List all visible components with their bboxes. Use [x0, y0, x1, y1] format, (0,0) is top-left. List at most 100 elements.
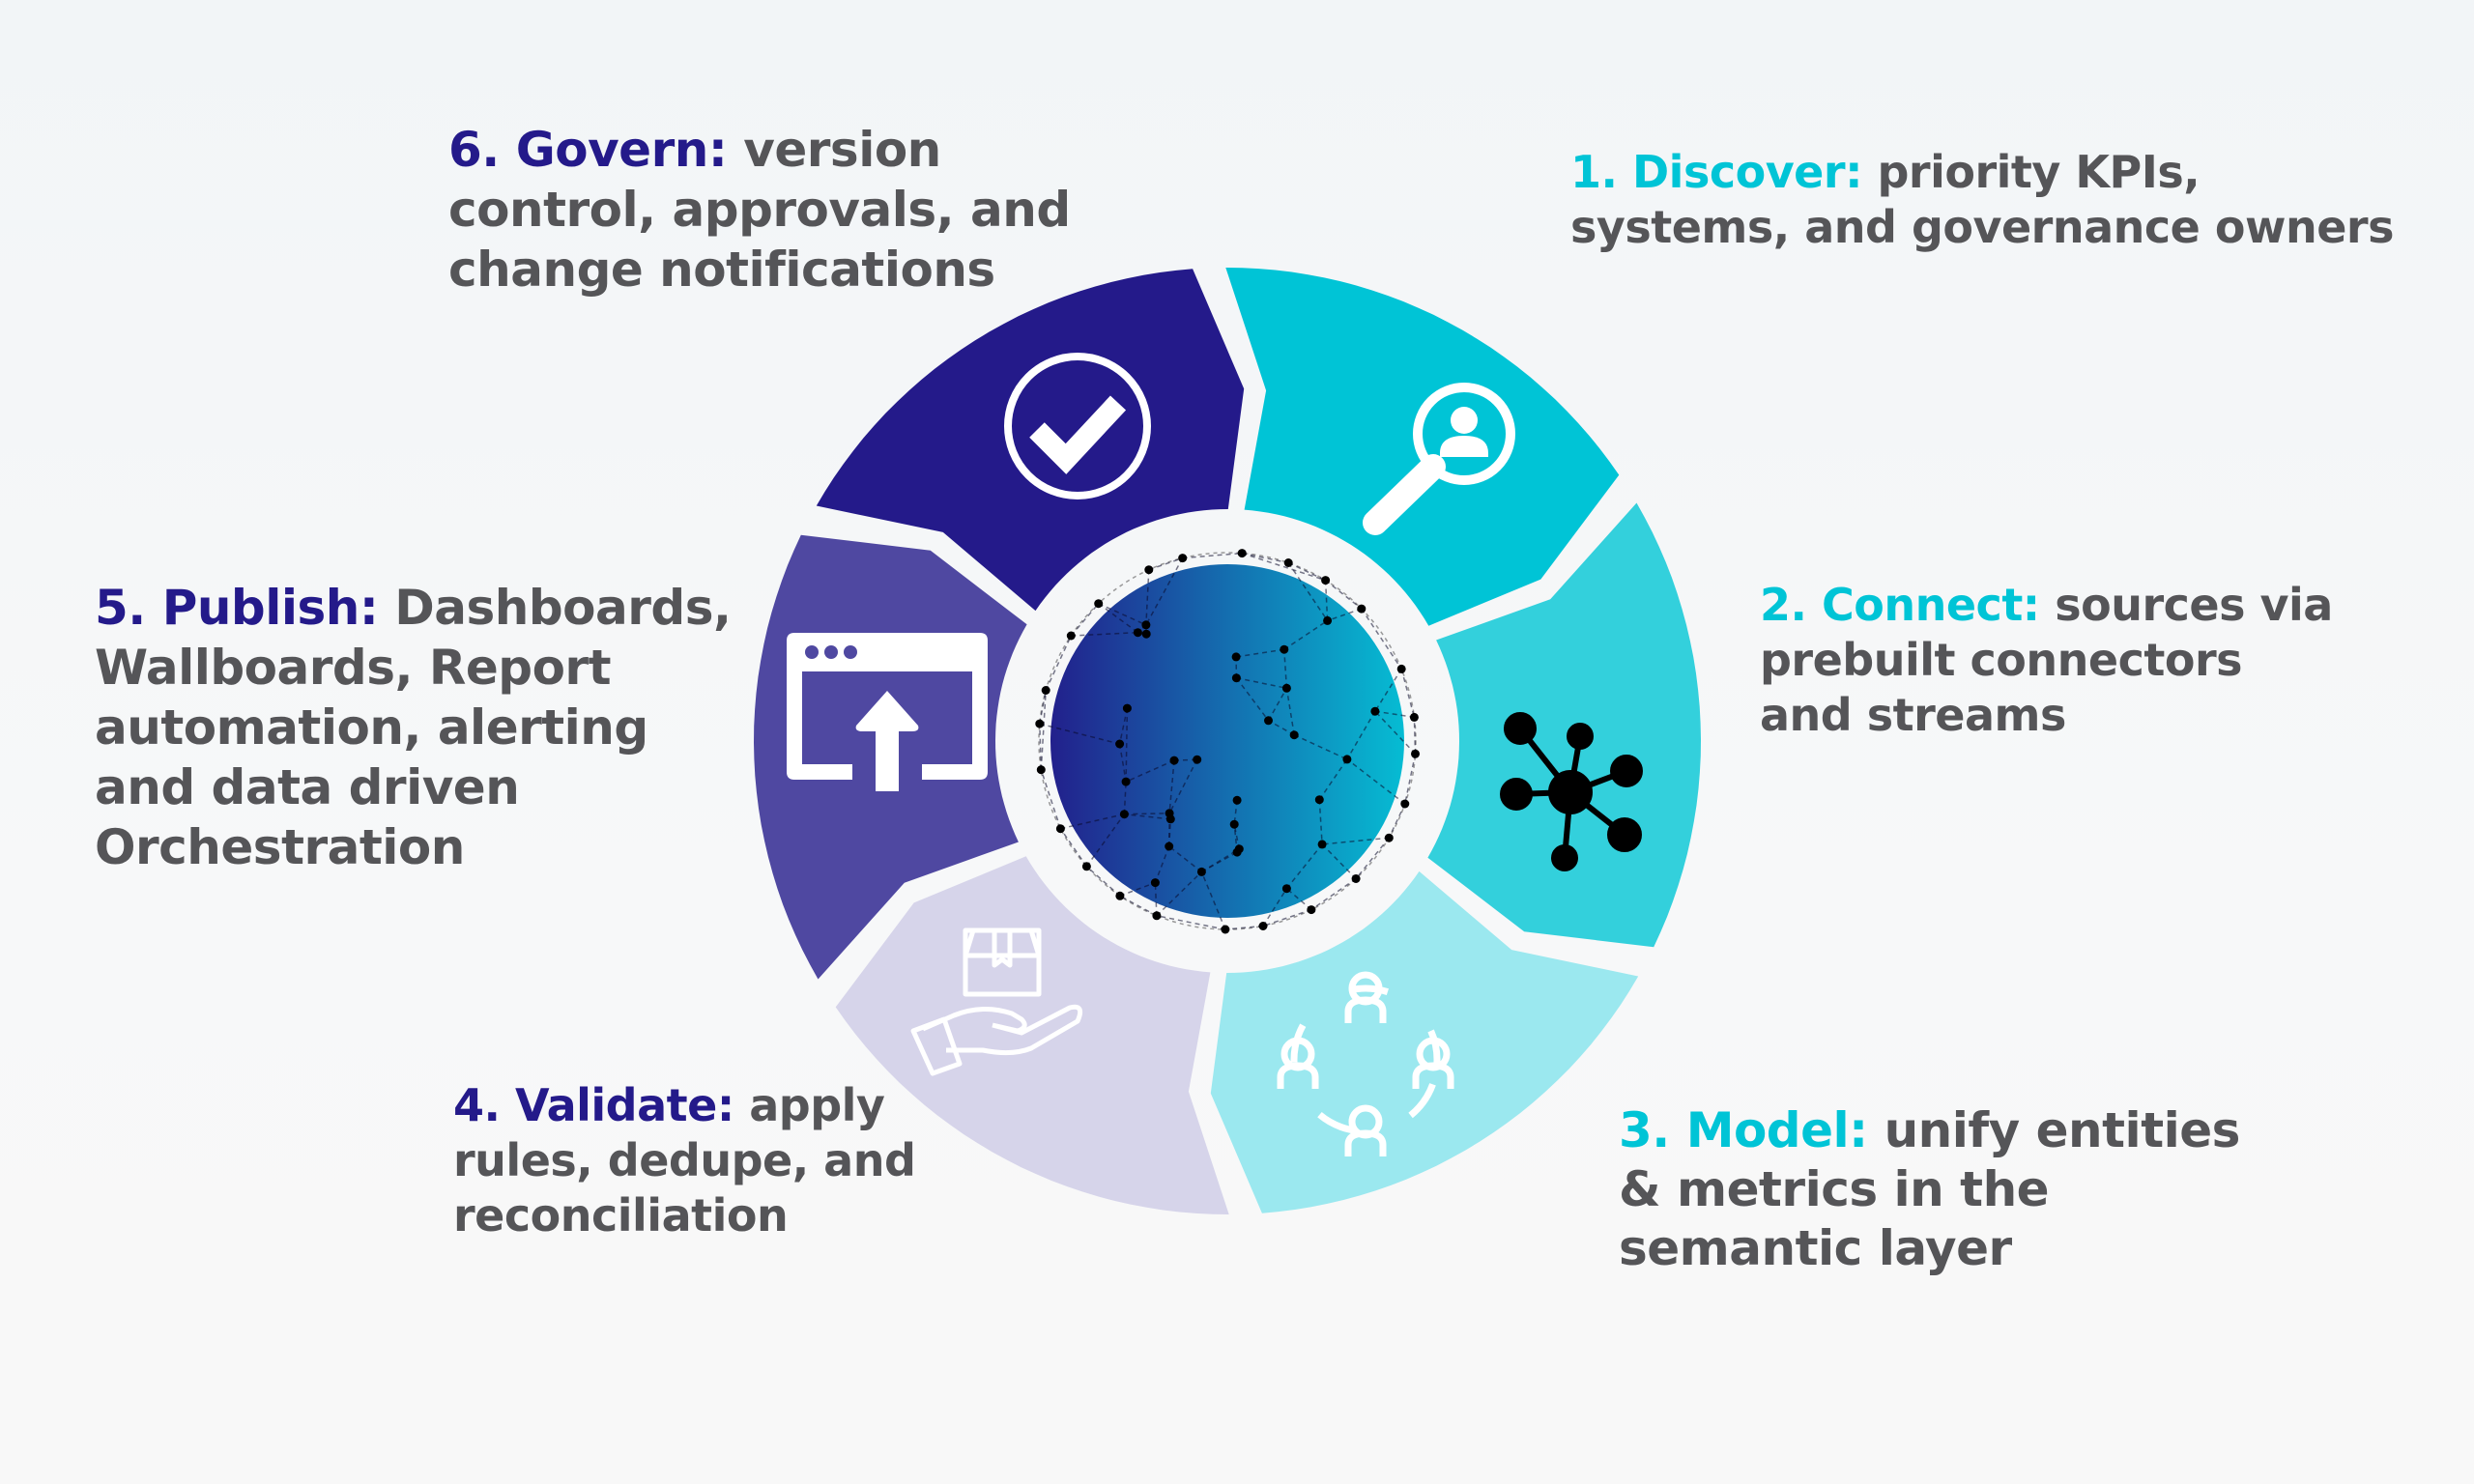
globe-node — [1307, 905, 1316, 915]
globe-node — [1036, 765, 1046, 775]
globe-link — [1404, 754, 1417, 805]
globe-node — [1351, 874, 1361, 883]
step-label: 2. Connect: — [1760, 579, 2040, 631]
globe-node — [1321, 576, 1331, 585]
globe-link — [1388, 803, 1406, 839]
step-text: & metrics in the — [1619, 1161, 2050, 1217]
globe-node — [1231, 673, 1241, 683]
globe-node — [1165, 809, 1174, 818]
step-text: Orchestration — [95, 819, 465, 875]
step-text: change notifications — [448, 242, 995, 298]
globe-node — [1258, 922, 1268, 930]
globe-link — [1070, 603, 1100, 637]
globe-node — [1193, 755, 1202, 764]
globe-link — [1322, 837, 1390, 845]
globe-node — [1094, 599, 1104, 609]
step-text: Wallboards, Report — [95, 640, 612, 696]
globe-link — [1059, 828, 1088, 868]
step-text: reconciliation — [453, 1189, 789, 1241]
globe-node — [1342, 755, 1352, 764]
people-circle-icon — [1277, 971, 1454, 1156]
globe-node — [1232, 847, 1242, 857]
globe-link — [1154, 882, 1158, 916]
globe-link — [1145, 569, 1150, 625]
globe-link — [1400, 669, 1416, 718]
globe-node — [1281, 884, 1291, 894]
magnifier-user-icon — [1363, 383, 1515, 535]
globe-node — [1221, 925, 1230, 934]
step-label: 5. Publish: — [95, 580, 379, 636]
globe-link — [1201, 851, 1238, 873]
globe-link — [1085, 866, 1121, 897]
step-text: Dashboards, — [394, 580, 732, 636]
step-text: prebuilt connectors — [1760, 634, 2243, 686]
globe-link — [1374, 710, 1415, 719]
globe-link — [1413, 717, 1417, 755]
step-model: 3. Model: unify entities & metrics in th… — [1619, 1101, 2240, 1278]
globe-sphere — [1050, 564, 1404, 918]
step-text: semantic layer — [1619, 1220, 2012, 1276]
globe-node — [1283, 558, 1293, 567]
globe-link — [1325, 580, 1363, 610]
box-in-hand-icon — [910, 928, 1083, 1076]
step-text: and data driven — [95, 759, 520, 815]
globe-node — [1115, 891, 1125, 900]
globe-node — [1289, 730, 1299, 740]
globe-link — [1262, 888, 1288, 927]
step-label: 4. Validate: — [453, 1079, 734, 1131]
globe-node — [1357, 604, 1366, 614]
globe-node — [1169, 756, 1179, 765]
globe-node — [1122, 703, 1132, 713]
globe-link — [1327, 608, 1363, 622]
globe-link — [1060, 813, 1125, 830]
globe-link — [1148, 556, 1183, 571]
globe-node — [1384, 833, 1394, 842]
globe-link — [1287, 562, 1329, 621]
globe-link — [1118, 707, 1129, 745]
globe-link — [1293, 734, 1348, 760]
globe-link — [1374, 710, 1417, 755]
step-label: 3. Model: — [1619, 1102, 1868, 1158]
globe-node — [1196, 867, 1206, 876]
step-label: 6. Govern: — [448, 122, 728, 178]
globe-link — [1242, 552, 1289, 564]
globe-link — [1346, 710, 1376, 760]
step-label: 1. Discover: — [1570, 146, 1862, 198]
globe-node — [1141, 629, 1151, 639]
globe-link — [1224, 925, 1264, 930]
check-circle-icon — [1004, 353, 1151, 499]
step-text: sources via — [2055, 579, 2333, 631]
globe-node — [1119, 810, 1129, 819]
globe-link — [1168, 758, 1198, 814]
globe-link — [1287, 561, 1326, 582]
globe-link — [1040, 690, 1047, 770]
globe-link — [1235, 677, 1270, 722]
step-validate: 4. Validate: apply rules, dedupe, and re… — [453, 1078, 916, 1243]
globe-node — [1165, 842, 1174, 851]
globe-link — [1124, 813, 1170, 815]
step-text: systems, and governance owners — [1570, 201, 2395, 253]
globe-link — [1124, 813, 1171, 820]
globe-link — [1119, 895, 1158, 917]
globe-node — [1370, 706, 1380, 716]
step-text: rules, dedupe, and — [453, 1134, 916, 1186]
globe-node — [1081, 862, 1091, 871]
step-discover: 1. Discover: priority KPIs, systems, and… — [1570, 145, 2395, 255]
globe-link — [1346, 758, 1406, 805]
globe-node — [1152, 911, 1162, 921]
network-globe — [1035, 549, 1420, 934]
globe-node — [1121, 777, 1131, 786]
globe-node — [1409, 712, 1419, 722]
globe-link — [1241, 552, 1326, 582]
globe-link — [1168, 760, 1175, 813]
globe-link — [1071, 631, 1138, 637]
globe-link — [1085, 813, 1126, 868]
globe-node — [1150, 878, 1160, 888]
globe-node — [1066, 631, 1076, 641]
step-text: automation, alerting — [95, 699, 648, 756]
globe-link — [1125, 708, 1129, 783]
globe-node — [1055, 824, 1065, 834]
globe-node — [1231, 652, 1241, 662]
step-govern: 6. Govern: version control, approvals, a… — [448, 120, 1071, 300]
